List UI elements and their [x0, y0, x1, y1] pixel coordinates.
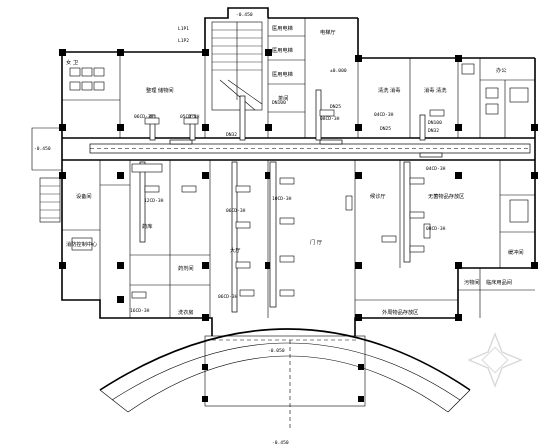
tag-d11: 08CD-3H [426, 226, 446, 232]
columns [59, 49, 538, 321]
room-wash-1: 清洗 消毒 [378, 86, 400, 94]
watermark-logo [467, 332, 523, 388]
room-disposal: 污物间 [464, 278, 480, 286]
tag-s4: DN32 [428, 128, 439, 134]
level-top2: ±0.000 [330, 68, 347, 74]
room-waiting: 候诊厅 [370, 192, 386, 200]
tag-d7: 10CD-3H [272, 196, 292, 202]
room-supply: 无菌物品存放区 [428, 192, 464, 200]
room-office: 办公 [496, 66, 506, 74]
level-top: -0.450 [236, 12, 253, 18]
room-elevator-3: 医用电梯 [272, 70, 293, 78]
tag-d9: 16CD-3H [130, 308, 150, 314]
tag-s5: DN25 [380, 126, 391, 132]
level-left: -0.450 [34, 146, 51, 152]
interior-walls [62, 18, 535, 318]
tag-l1: L1P1 [178, 26, 189, 32]
room-pantry: 茶间 [278, 94, 288, 102]
room-power: 设备间 [76, 192, 92, 200]
tag-d2: 05CD-3H [180, 114, 200, 120]
level-bottom: -0.050 [268, 348, 285, 354]
room-hall-center: 门 厅 [310, 238, 322, 246]
room-hall-left: 大厅 [230, 246, 240, 254]
tag-l2: L1P2 [178, 38, 189, 44]
room-fire-control: 消防控制中心 [66, 240, 97, 248]
fixtures [69, 63, 529, 251]
tag-d1: 06CD-3H [134, 114, 154, 120]
tag-d6: 06CD-3H [226, 208, 246, 214]
stairwell [211, 21, 263, 111]
tag-s6: DN25 [330, 104, 341, 110]
room-wash-2: 消毒 清洗 [424, 86, 447, 94]
tag-d3: 08CD-3H [320, 116, 340, 122]
room-sterile: 缓冲间 [508, 248, 524, 256]
room-corridor: 洗衣房 [178, 308, 194, 316]
fan-coil-units [131, 109, 445, 299]
tag-d5: 12CD-3H [144, 198, 164, 204]
tag-d4: 04CD-3H [374, 112, 394, 118]
room-temp: 临床用品间 [486, 278, 512, 286]
room-storage: 整理 储物间 [146, 86, 174, 94]
room-medicine: 药库 [142, 222, 152, 230]
room-elevator-hall: 电梯厅 [320, 28, 336, 36]
tag-d10: 04CD-3H [426, 166, 446, 172]
tag-s2: DN32 [226, 132, 237, 138]
level-marks: -0.450 ±0.000 -0.450 -0.050 -0.450 [34, 12, 347, 446]
level-bottom2: -0.450 [272, 440, 289, 446]
room-elevator-1: 医用电梯 [272, 24, 293, 32]
main-duct [89, 89, 531, 313]
room-labels: 女 卫 整理 储物间 医用电梯 医用电梯 医用电梯 电梯厅 茶间 清洗 消毒 消… [66, 24, 524, 316]
entrance-canopy [99, 328, 471, 430]
room-elevator-2: 医用电梯 [272, 46, 293, 54]
room-bottom-corridor: 外周物品存放区 [382, 308, 418, 316]
duct-tags: L1P1 L1P2 06CD-3H 05CD-3H 08CD-3H 04CD-3… [130, 26, 446, 314]
tag-s3: DN100 [428, 120, 442, 126]
room-toilet: 女 卫 [66, 58, 78, 66]
tag-d8: 06CD-3H [218, 294, 238, 300]
room-dispensary: 药剂间 [178, 264, 194, 272]
tag-s1: DN100 [272, 100, 286, 106]
